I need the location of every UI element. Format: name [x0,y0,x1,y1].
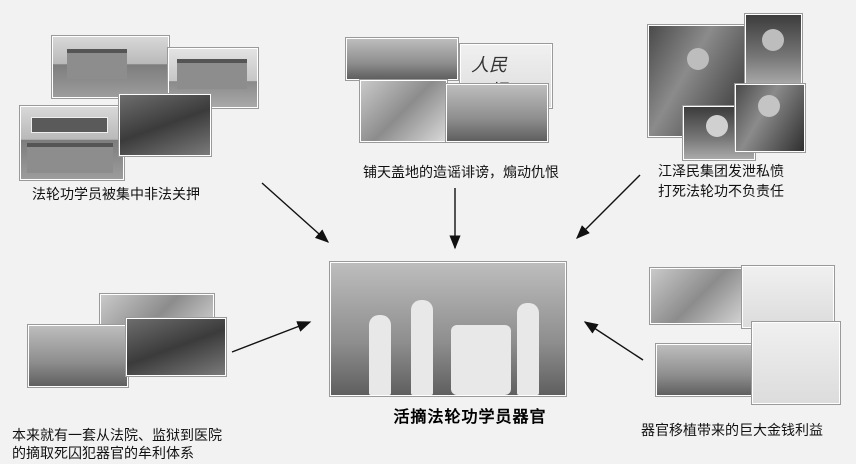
caption-prison-system-line1: 本来就有一套从法院、监狱到医院 [12,428,222,444]
caption-illegal-detention: 法轮功学员被集中非法关押 [32,187,200,203]
caption-propaganda: 铺天盖地的造谣诽谤，煽动仇恨 [363,165,559,181]
building-shape [67,49,127,79]
caption-jiang-faction-line1: 江泽民集团发泄私愤 [658,164,784,180]
propaganda-photo-2 [360,80,447,142]
face-shape [758,95,780,117]
caption-jiang-faction-line2: 打死法轮功不负责任 [658,184,784,200]
face-shape [706,115,728,137]
arrow-from-top-right [576,174,641,239]
figure-shape [411,300,433,395]
money-photo-3 [656,344,752,396]
propaganda-photo-3 [446,84,548,142]
face-shape [762,29,784,51]
arrow-from-bottom-left [231,321,312,353]
face-shape [687,48,709,70]
propaganda-photo-1 [346,38,458,80]
official-photo-4 [735,84,805,152]
money-photo-4 [752,322,840,404]
center-label: 活摘法轮功学员器官 [393,407,547,426]
prison-system-photo-2 [28,325,128,387]
arrow-from-bottom-right [583,321,644,361]
official-photo-2 [745,14,802,86]
figure-shape [451,325,511,395]
detention-facility-photo-3 [20,106,124,180]
caption-financial-gain: 器官移植带来的巨大金钱利益 [641,423,823,439]
figure-shape [517,303,539,395]
newspaper-masthead: 人民日报 [471,55,507,102]
money-photo-2 [742,266,834,328]
money-photo-1 [650,268,750,324]
detention-facility-photo-1 [52,36,169,98]
caption-prison-system-line2: 的摘取死囚犯器官的牟利体系 [12,446,194,462]
prison-system-photo-3 [126,318,226,376]
arrow-from-top-left [261,182,330,243]
figure-shape [369,315,391,395]
gate-sign [31,117,108,133]
detention-facility-photo-4 [119,94,211,156]
building-shape [177,59,247,89]
center-reenactment-photo [330,262,566,396]
building-shape [27,143,113,173]
